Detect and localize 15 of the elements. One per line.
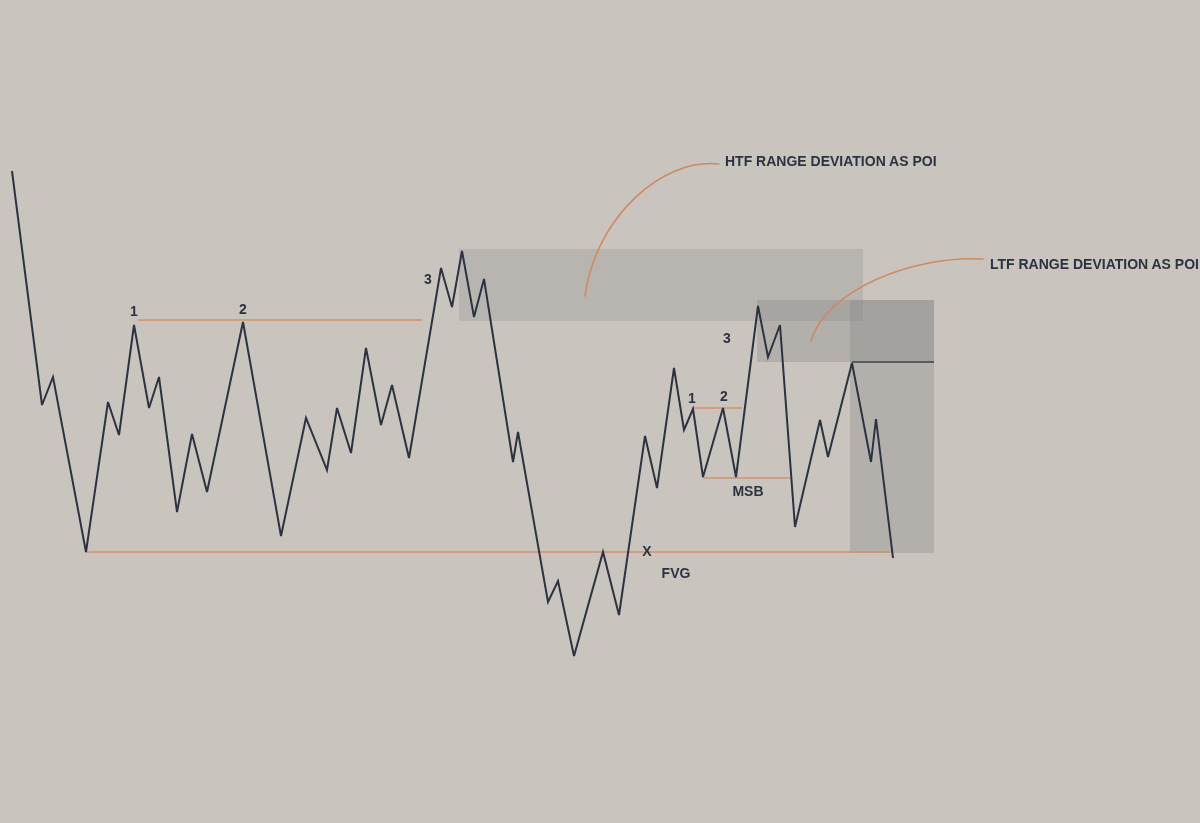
point-number: 1 xyxy=(688,391,696,405)
shaded-zone xyxy=(459,249,863,321)
chart-annotation: MSB xyxy=(732,484,764,498)
shaded-zone xyxy=(850,300,934,553)
point-number: 2 xyxy=(720,389,728,403)
chart-annotation: X xyxy=(642,544,652,558)
chart-annotation: FVG xyxy=(661,566,691,580)
point-number: 3 xyxy=(723,331,731,345)
leader-line xyxy=(810,258,984,342)
leader-line xyxy=(584,162,720,297)
point-number: 3 xyxy=(424,272,432,286)
point-number: 2 xyxy=(239,302,247,316)
point-number: 1 xyxy=(130,304,138,318)
annotation-label: LTF RANGE DEVIATION AS POI xyxy=(990,257,1199,271)
annotation-label: HTF RANGE DEVIATION AS POI xyxy=(725,154,937,168)
